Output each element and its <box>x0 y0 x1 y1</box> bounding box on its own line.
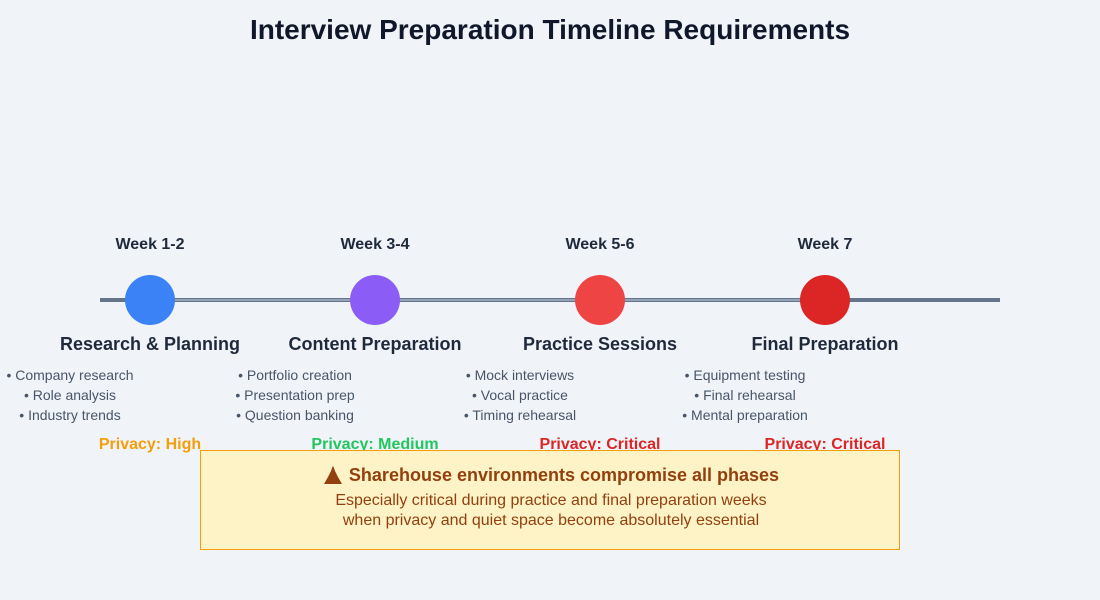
phase-title: Content Preparation <box>288 334 462 354</box>
task-item: • Presentation prep <box>235 387 355 403</box>
warning-heading: Sharehouse environments compromise all p… <box>348 465 780 485</box>
task-item: • Company research <box>6 367 134 383</box>
diagram-title: Interview Preparation Timeline Requireme… <box>249 14 851 45</box>
task-item: • Timing rehearsal <box>463 407 577 423</box>
phase-title: Research & Planning <box>59 334 241 354</box>
warning-heading-row: Sharehouse environments compromise all p… <box>201 463 901 487</box>
task-item: • Final rehearsal <box>694 387 796 403</box>
warning-detail-line: Especially critical during practice and … <box>335 492 767 509</box>
task-item: • Question banking <box>236 407 354 423</box>
phase-task-list: • Portfolio creation • Presentation prep… <box>175 365 415 425</box>
phase-marker-final <box>800 275 850 325</box>
phase-task-list: • Equipment testing • Final rehearsal • … <box>625 365 865 425</box>
phase-task-list: • Company research • Role analysis • Ind… <box>0 365 190 425</box>
task-item: • Equipment testing <box>684 367 806 383</box>
phase-week-label: Week 5-6 <box>565 236 635 253</box>
privacy-level-label: Privacy: Critical <box>764 436 886 453</box>
task-item: • Mental preparation <box>682 407 808 423</box>
task-item: • Portfolio creation <box>238 367 352 383</box>
timeline-connector <box>175 299 350 301</box>
phase-marker-practice <box>575 275 625 325</box>
phase-week-label: Week 7 <box>797 236 853 253</box>
warning-callout: Sharehouse environments compromise all p… <box>200 450 900 550</box>
privacy-level-label: Privacy: High <box>98 436 202 453</box>
phase-title: Practice Sessions <box>522 334 678 354</box>
privacy-level-label: Privacy: Critical <box>539 436 661 453</box>
phase-task-list: • Mock interviews • Vocal practice • Tim… <box>400 365 640 425</box>
phase-week-label: Week 1-2 <box>115 236 185 253</box>
task-item: • Industry trends <box>19 407 121 423</box>
task-item: • Mock interviews <box>465 367 575 383</box>
timeline-connector <box>400 299 575 301</box>
phase-marker-content <box>350 275 400 325</box>
warning-triangle-icon <box>323 465 343 485</box>
phase-title: Final Preparation <box>751 334 899 354</box>
warning-detail-line: when privacy and quiet space become abso… <box>342 512 760 529</box>
phase-week-label: Week 3-4 <box>340 236 410 253</box>
privacy-level-label: Privacy: Medium <box>311 436 439 453</box>
task-item: • Vocal practice <box>472 387 568 403</box>
phase-marker-research <box>125 275 175 325</box>
timeline-connector <box>625 299 800 301</box>
task-item: • Role analysis <box>23 387 117 403</box>
